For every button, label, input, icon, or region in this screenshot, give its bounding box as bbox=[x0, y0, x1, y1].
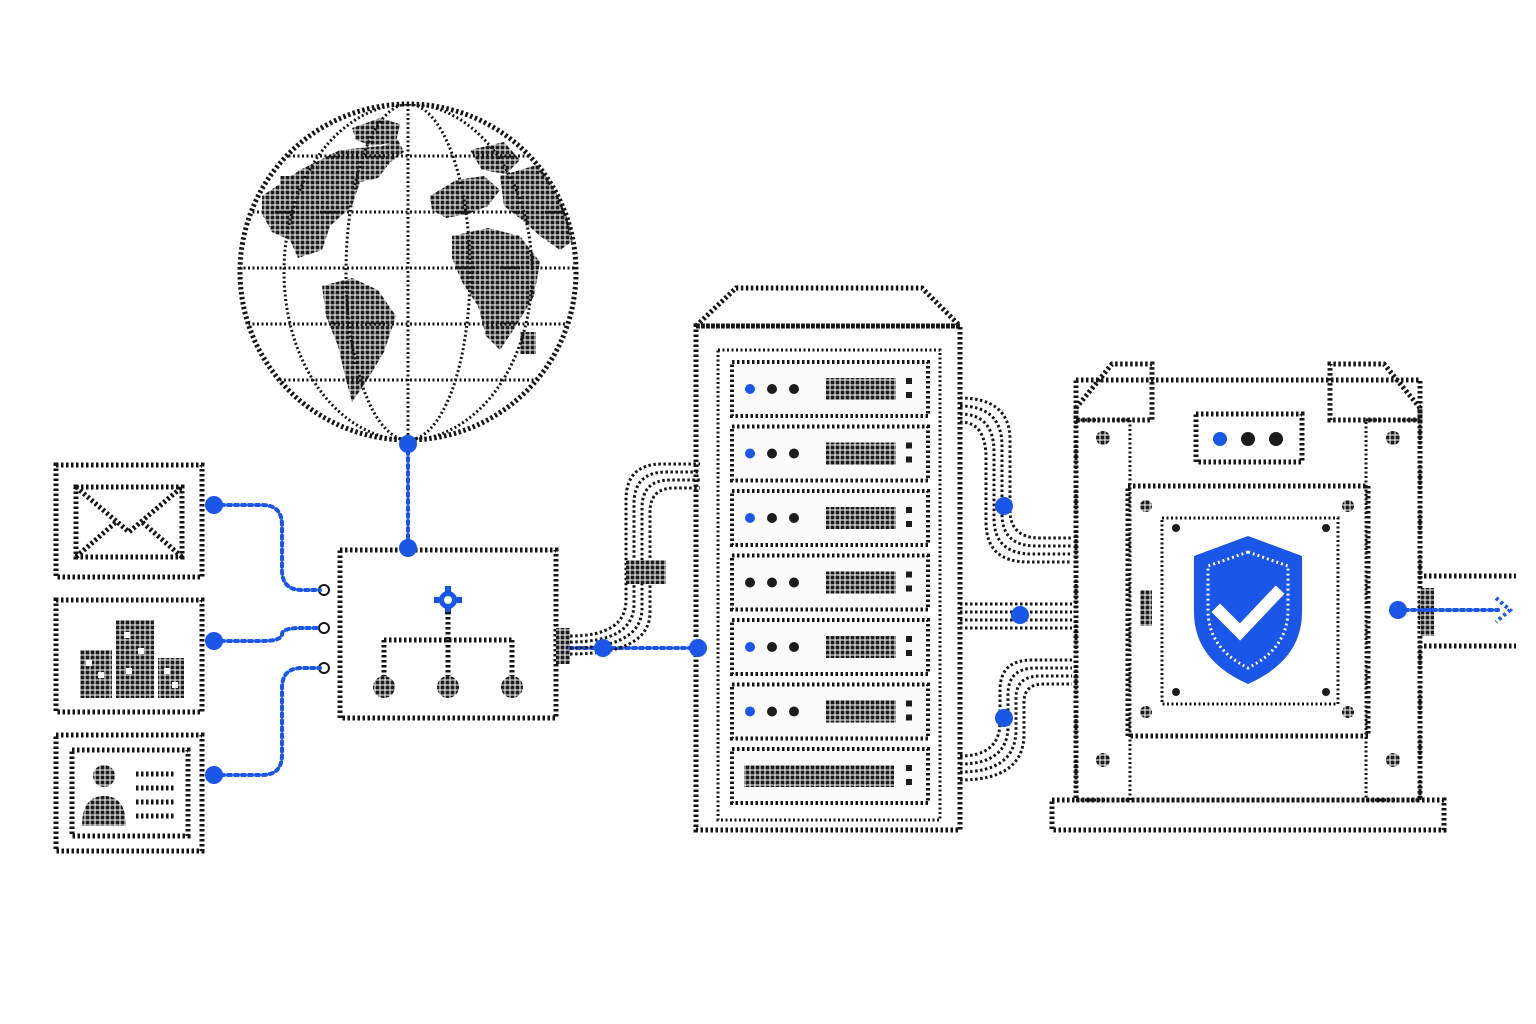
link-node bbox=[1389, 601, 1407, 619]
network-hub-icon bbox=[318, 547, 570, 721]
link-node bbox=[995, 497, 1013, 515]
globe-icon bbox=[237, 101, 579, 443]
contact-card-source-box bbox=[53, 732, 205, 854]
link-node bbox=[399, 435, 417, 453]
vault-status-panel bbox=[1193, 411, 1305, 465]
rack-unit-vent bbox=[826, 636, 896, 658]
rack-unit-indicator bbox=[906, 650, 912, 656]
bolt bbox=[1096, 753, 1110, 767]
rack-unit-led bbox=[745, 513, 755, 523]
rack-unit-vent bbox=[826, 507, 896, 529]
rack-unit-led bbox=[789, 577, 799, 588]
rack-unit-vent bbox=[826, 378, 896, 400]
hub-output-port bbox=[556, 628, 570, 664]
vault-output bbox=[1396, 573, 1516, 649]
vault-door bbox=[1125, 483, 1371, 739]
rack-unit-indicator bbox=[906, 571, 912, 578]
rack-unit-indicator bbox=[906, 585, 912, 592]
rack-unit-led bbox=[767, 706, 777, 717]
link-node bbox=[995, 709, 1013, 727]
link-node bbox=[594, 639, 612, 657]
rack-unit-led bbox=[789, 448, 799, 459]
cable-clamp bbox=[626, 560, 666, 584]
rack-unit-led bbox=[789, 384, 799, 394]
hub-node bbox=[501, 676, 523, 698]
rack-unit-led bbox=[745, 384, 755, 394]
link-node bbox=[205, 496, 223, 514]
rack-unit-indicator bbox=[906, 521, 912, 527]
link-node bbox=[205, 766, 223, 784]
rack-unit-vent bbox=[826, 571, 896, 594]
rack-unit-indicator bbox=[906, 392, 912, 398]
rack-unit-led bbox=[789, 642, 799, 652]
rack-unit-led bbox=[745, 577, 755, 588]
rack-units bbox=[730, 360, 930, 805]
arrow-right-icon bbox=[1494, 596, 1514, 624]
rack-unit-vent bbox=[826, 700, 896, 723]
hub-port bbox=[318, 622, 330, 634]
rack-unit-led bbox=[767, 448, 777, 459]
buildings-icon bbox=[80, 620, 184, 698]
rack-unit-indicator bbox=[906, 779, 912, 785]
globe-grid bbox=[240, 104, 576, 440]
rack-unit-led bbox=[745, 448, 755, 459]
rack-unit-indicator bbox=[906, 714, 912, 721]
rack-unit-led bbox=[789, 513, 799, 523]
contact-card-icon bbox=[69, 747, 191, 839]
rack-unit-led bbox=[767, 513, 777, 523]
secure-vault-icon bbox=[1049, 361, 1447, 833]
rack-vault-cables bbox=[959, 396, 1072, 782]
rack-unit-indicator bbox=[906, 765, 912, 771]
hub-rack-cable-bundle bbox=[569, 462, 700, 656]
buildings-source-box bbox=[53, 597, 205, 715]
link-node bbox=[205, 632, 223, 650]
rack-unit-indicator bbox=[906, 378, 912, 384]
rack-unit-led bbox=[767, 384, 777, 394]
mail-icon bbox=[73, 484, 185, 560]
rack-unit-vent bbox=[826, 442, 896, 465]
hub-node bbox=[373, 676, 395, 698]
vault-status-led bbox=[1213, 432, 1227, 446]
rack-unit-indicator bbox=[906, 456, 912, 463]
vault-handle bbox=[1140, 590, 1152, 626]
mail-source-box bbox=[53, 462, 205, 580]
rack-unit-indicator bbox=[906, 507, 912, 513]
rack-unit-indicator bbox=[906, 700, 912, 707]
rack-unit-led bbox=[745, 642, 755, 652]
hub-node bbox=[437, 676, 459, 698]
hub-tree-lines bbox=[381, 612, 515, 676]
link-node bbox=[399, 539, 417, 557]
rack-unit-led bbox=[767, 577, 777, 588]
bolt bbox=[1386, 431, 1400, 445]
rack-unit-led bbox=[789, 706, 799, 717]
rack-unit-led bbox=[745, 706, 755, 717]
rack-unit-indicator bbox=[906, 442, 912, 449]
link-nodes bbox=[205, 435, 1407, 784]
rack-unit-led bbox=[767, 642, 777, 652]
shield-check-icon bbox=[1194, 536, 1302, 684]
bolt bbox=[1096, 431, 1110, 445]
server-rack-icon bbox=[689, 285, 967, 833]
rack-unit-indicator bbox=[906, 636, 912, 642]
vault-status-led bbox=[1241, 432, 1255, 446]
link-node bbox=[1011, 606, 1029, 624]
vault-status-led bbox=[1269, 432, 1283, 446]
rack-unit-vent bbox=[744, 765, 894, 787]
gear-icon bbox=[434, 586, 462, 614]
link-node bbox=[689, 639, 707, 657]
bolt bbox=[1386, 753, 1400, 767]
